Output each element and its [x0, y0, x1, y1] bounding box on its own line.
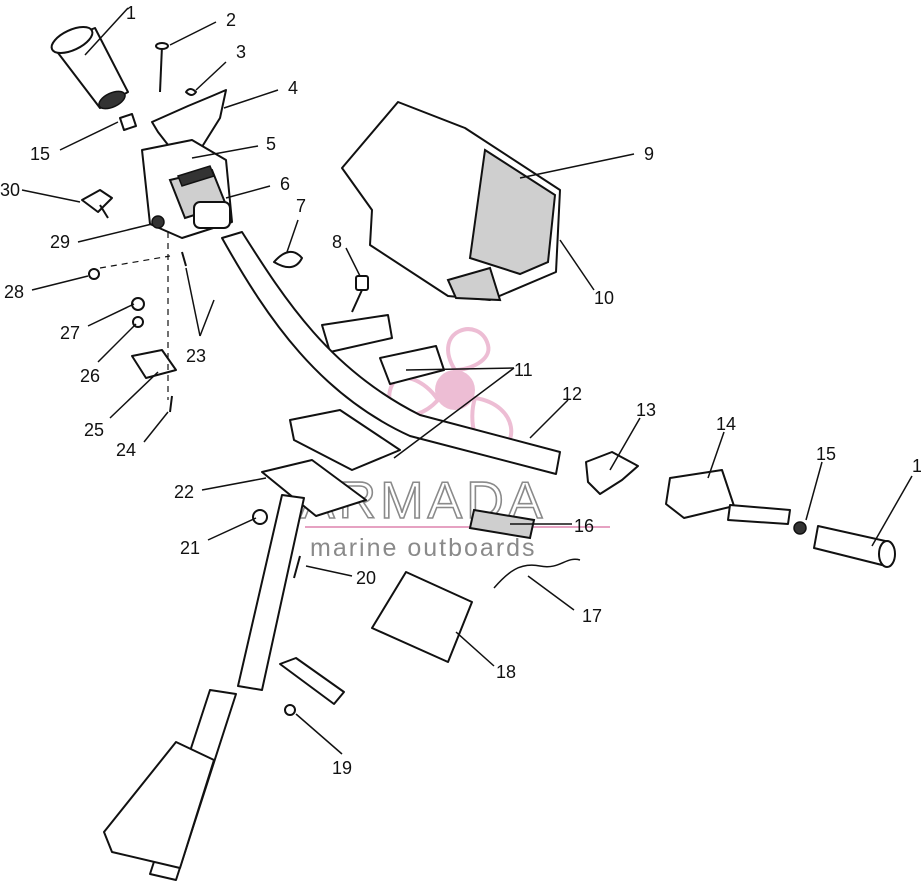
right-control-housing: [665, 469, 791, 525]
callouts: 1 2 3 4 15 5 30 6 29 7 9 8 28 10 27 26 2…: [0, 3, 921, 778]
callout-21-nut: 21: [180, 538, 200, 558]
callout-5-throttle-housing: 5: [266, 134, 276, 154]
dash-hood: [341, 101, 561, 302]
callout-29-housing-bushing: 29: [50, 232, 70, 252]
callout-19-sleeve: 19: [332, 758, 352, 778]
screw-24: [169, 395, 173, 413]
callout-12-handlebar: 12: [562, 384, 582, 404]
callout-7-cable-clamp: 7: [296, 196, 306, 216]
nut-21: [252, 509, 268, 525]
watermark-subtitle: marine outboards: [310, 534, 537, 562]
right-grip: [813, 525, 896, 568]
brake-lever: [585, 451, 639, 495]
throttle-housing: [141, 139, 233, 239]
left-grip: [50, 26, 129, 110]
callout-11-handlebar-clamp: 11: [514, 360, 533, 380]
callout-18-lower-cover: 18: [496, 662, 516, 682]
callout-2-pivot-pin: 2: [226, 10, 236, 30]
callout-3-clip: 3: [236, 42, 246, 62]
callout-6-housing-cover: 6: [280, 174, 290, 194]
housing-bushing: [151, 215, 165, 229]
callout-26-washer: 26: [80, 366, 100, 386]
callout-17-tether-cable: 17: [582, 606, 602, 626]
callout-25-mount-plate: 25: [84, 420, 104, 440]
steering-post: [237, 494, 305, 691]
callout-10-hood-panel: 10: [594, 288, 614, 308]
callout-28-nut: 28: [4, 282, 24, 302]
cable-clamp: [273, 251, 303, 269]
callout-20-bolt: 20: [356, 568, 376, 588]
clip: [185, 88, 197, 96]
callout-15-grip-plug-left: 15: [30, 144, 50, 164]
callout-22-steering-plate: 22: [174, 482, 194, 502]
handlebar-clamp-lower: [289, 409, 401, 471]
bolt-20: [293, 555, 301, 579]
callout-13-brake-lever: 13: [636, 400, 656, 420]
handlebar-clamp-upper: [321, 314, 445, 385]
wire-harness: [468, 508, 536, 540]
callout-30-kill-switch: 30: [0, 180, 20, 200]
callout-14-right-housing: 14: [716, 414, 736, 434]
pivot-pin: [155, 42, 169, 93]
kill-switch: [81, 189, 113, 219]
callout-24-screw: 24: [116, 440, 136, 460]
sleeve: [279, 657, 345, 716]
nut-28: [88, 268, 100, 280]
washer-27: [131, 297, 145, 311]
callout-16-wire-harness: 16: [574, 516, 594, 536]
tether-cable: [493, 558, 581, 589]
callout-23-screws: 23: [186, 346, 206, 366]
callout-1-right-grip: 1: [912, 456, 921, 476]
callout-4-throttle-lever: 4: [288, 78, 298, 98]
mount-plate-25: [131, 349, 177, 379]
clamp-bolt: [351, 275, 369, 313]
callout-27-washer: 27: [60, 323, 80, 343]
throttle-lever: [151, 89, 227, 151]
handlebar: [221, 231, 561, 475]
callout-1-left-grip: 1: [126, 3, 136, 23]
grip-plug-left: [119, 113, 137, 131]
lower-cover: [371, 571, 473, 663]
steering-arm: [103, 741, 215, 869]
callout-8-clamp-bolt: 8: [332, 232, 342, 252]
grip-plug-right: [793, 521, 807, 535]
callout-15-grip-plug-right: 15: [816, 444, 836, 464]
callout-9-dash-hood: 9: [644, 144, 654, 164]
screws-23: [181, 251, 187, 267]
